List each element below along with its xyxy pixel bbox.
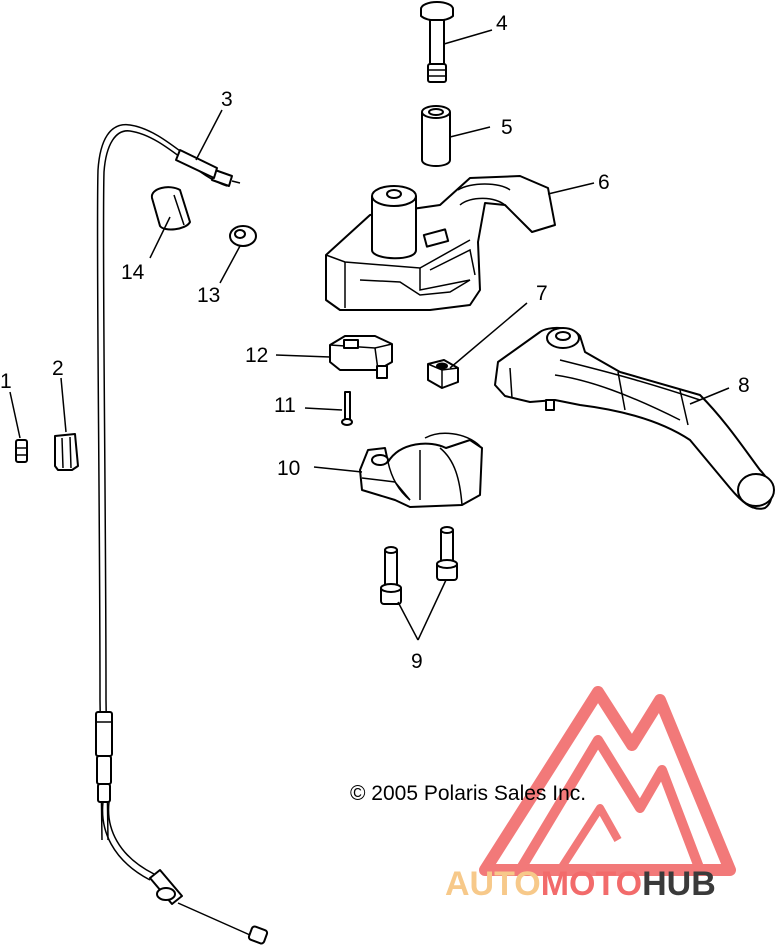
part-14-sleeve	[150, 186, 191, 231]
part-11-screw	[341, 391, 353, 426]
part-8-lever	[494, 326, 775, 510]
watermark-text: AUTOMOTOHUB	[445, 865, 716, 903]
callout-3: 3	[221, 88, 233, 111]
part-1-clip	[15, 439, 28, 463]
leader-lines	[9, 29, 730, 641]
part-3-cable	[95, 124, 269, 945]
watermark-moto: MOTO	[541, 865, 642, 903]
callout-6: 6	[598, 171, 610, 194]
watermark-hub: HUB	[642, 865, 716, 903]
callout-13: 13	[197, 284, 220, 307]
callout-1: 1	[0, 370, 12, 393]
part-13-bushing	[229, 225, 257, 247]
callout-11: 11	[274, 394, 296, 417]
callout-2: 2	[52, 357, 64, 380]
watermark-auto: AUTO	[445, 865, 541, 903]
callout-10: 10	[277, 457, 300, 480]
callout-8: 8	[738, 374, 750, 397]
part-5-spacer	[421, 105, 451, 167]
callout-9: 9	[411, 650, 423, 673]
callout-labels: 1 2 3 4 5 6 7 8 9 10 11 12 13 14	[0, 12, 750, 673]
callout-4: 4	[496, 12, 508, 35]
part-12-switch	[329, 335, 393, 379]
callout-14: 14	[121, 261, 145, 284]
part-6-clamp-housing	[325, 175, 556, 311]
callout-7: 7	[536, 282, 548, 305]
part-2-clip-bracket	[54, 433, 79, 471]
part-9-bolts	[380, 526, 458, 605]
watermark-logo	[479, 686, 736, 876]
callout-5: 5	[501, 116, 513, 139]
copyright-notice: © 2005 Polaris Sales Inc.	[350, 782, 586, 805]
callout-12: 12	[245, 344, 268, 367]
part-10-lower-clamp	[359, 432, 483, 508]
